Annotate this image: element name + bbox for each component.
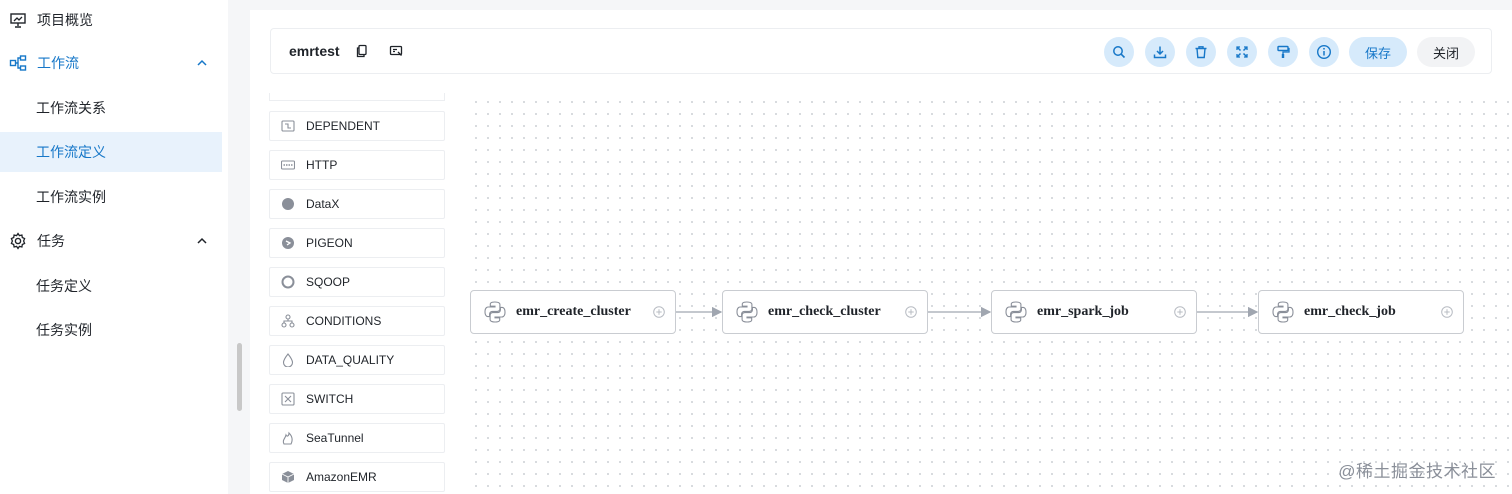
nav-label: 工作流定义 xyxy=(36,144,106,160)
download-icon xyxy=(1153,46,1167,59)
palette-label: SWITCH xyxy=(306,392,354,406)
sidebar: 项目概览 工作流 工作流关系 工作流定义 工作流实例 任务 任务定义 任务实例 xyxy=(0,0,228,494)
palette-label: CONDITIONS xyxy=(306,314,382,328)
nav-project-overview[interactable]: 项目概览 xyxy=(0,0,222,40)
download-button[interactable] xyxy=(1145,37,1175,67)
nav-workflow-relation[interactable]: 工作流关系 xyxy=(0,88,222,128)
palette-label: DataX xyxy=(306,197,340,211)
gear-icon xyxy=(9,232,27,250)
edit-label-icon[interactable] xyxy=(389,44,403,58)
sidebar-scrollbar[interactable] xyxy=(237,343,242,411)
nav-workflow-instance[interactable]: 工作流实例 xyxy=(0,177,222,217)
switch-icon xyxy=(281,392,295,406)
format-button[interactable] xyxy=(1268,37,1298,67)
add-circle-icon[interactable] xyxy=(1441,306,1453,318)
dependent-icon xyxy=(281,119,295,133)
palette-label: PIGEON xyxy=(306,236,353,250)
palette-item-datax[interactable]: DataX xyxy=(269,189,445,219)
seatunnel-icon xyxy=(281,431,295,445)
palette-item-conditions[interactable]: CONDITIONS xyxy=(269,306,445,336)
chevron-up-icon[interactable] xyxy=(194,233,210,249)
workflow-icon xyxy=(9,54,27,72)
dag-node-emr-check-job[interactable]: emr_check_job xyxy=(1258,290,1464,334)
search-icon xyxy=(1113,46,1126,59)
workflow-name: emrtest xyxy=(289,43,340,59)
dag-node-emr-spark-job[interactable]: emr_spark_job xyxy=(991,290,1197,334)
nav-label: 工作流关系 xyxy=(36,100,106,116)
sqoop-icon xyxy=(281,275,295,289)
node-label: emr_check_job xyxy=(1304,304,1396,319)
palette-item-pigeon[interactable]: PIGEON xyxy=(269,228,445,258)
nav-label: 任务实例 xyxy=(36,322,92,338)
add-circle-icon[interactable] xyxy=(905,306,917,318)
watermark: @稀土掘金技术社区 xyxy=(1338,462,1496,481)
palette-label: HTTP xyxy=(306,158,338,172)
http-icon xyxy=(281,158,295,172)
python-icon xyxy=(1272,301,1294,323)
nav-label: 任务定义 xyxy=(36,278,92,294)
palette-item-data-quality[interactable]: DATA_QUALITY xyxy=(269,345,445,375)
python-icon xyxy=(736,301,758,323)
format-icon xyxy=(1277,45,1290,58)
nav-task-definition[interactable]: 任务定义 xyxy=(0,266,222,306)
add-circle-icon[interactable] xyxy=(1174,306,1186,318)
palette-label: AmazonEMR xyxy=(306,470,377,484)
info-button[interactable] xyxy=(1309,37,1339,67)
dag-node-emr-create-cluster[interactable]: emr_create_cluster xyxy=(470,290,676,334)
save-button[interactable]: 保存 xyxy=(1349,37,1407,67)
nav-task-instance[interactable]: 任务实例 xyxy=(0,310,222,350)
datax-icon xyxy=(281,197,295,211)
python-icon xyxy=(484,301,506,323)
python-icon xyxy=(1005,301,1027,323)
fullscreen-button[interactable] xyxy=(1227,37,1257,67)
editor-toolbar: emrtest 保存 关闭 xyxy=(270,28,1492,74)
copy-icon[interactable] xyxy=(355,44,369,58)
node-label: emr_check_cluster xyxy=(768,304,881,319)
nav-label: 任务 xyxy=(37,233,65,249)
nav-workflow-definition[interactable]: 工作流定义 xyxy=(0,132,222,172)
palette-label: DEPENDENT xyxy=(306,119,381,133)
search-button[interactable] xyxy=(1104,37,1134,67)
node-label: emr_create_cluster xyxy=(516,304,631,319)
palette-label: SQOOP xyxy=(306,275,351,289)
palette-item-sqoop[interactable]: SQOOP xyxy=(269,267,445,297)
palette-item-switch[interactable]: SWITCH xyxy=(269,384,445,414)
nav-label: 项目概览 xyxy=(37,12,93,28)
presentation-icon xyxy=(9,11,27,29)
nav-label: 工作流实例 xyxy=(36,189,106,205)
delete-icon xyxy=(1195,46,1207,59)
nav-label: 工作流 xyxy=(37,55,79,71)
data-quality-icon xyxy=(281,353,295,367)
palette-label: SeaTunnel xyxy=(306,431,364,445)
dag-node-emr-check-cluster[interactable]: emr_check_cluster xyxy=(722,290,928,334)
add-circle-icon[interactable] xyxy=(653,306,665,318)
delete-button[interactable] xyxy=(1186,37,1216,67)
chevron-up-icon[interactable] xyxy=(194,55,210,71)
nav-workflow[interactable]: 工作流 xyxy=(0,43,222,83)
palette-label: DATA_QUALITY xyxy=(306,353,395,367)
amazon-emr-icon xyxy=(281,470,295,484)
close-button[interactable]: 关闭 xyxy=(1417,37,1475,67)
palette-item-partial[interactable] xyxy=(269,93,445,101)
info-icon xyxy=(1316,44,1332,60)
node-label: emr_spark_job xyxy=(1037,304,1129,319)
conditions-icon xyxy=(281,314,295,328)
palette-item-amazon-emr[interactable]: AmazonEMR xyxy=(269,462,445,492)
fullscreen-icon xyxy=(1236,46,1248,58)
palette-item-http[interactable]: HTTP xyxy=(269,150,445,180)
palette-item-dependent[interactable]: DEPENDENT xyxy=(269,111,445,141)
pigeon-icon xyxy=(281,236,295,250)
nav-task[interactable]: 任务 xyxy=(0,221,222,261)
palette-item-seatunnel[interactable]: SeaTunnel xyxy=(269,423,445,453)
